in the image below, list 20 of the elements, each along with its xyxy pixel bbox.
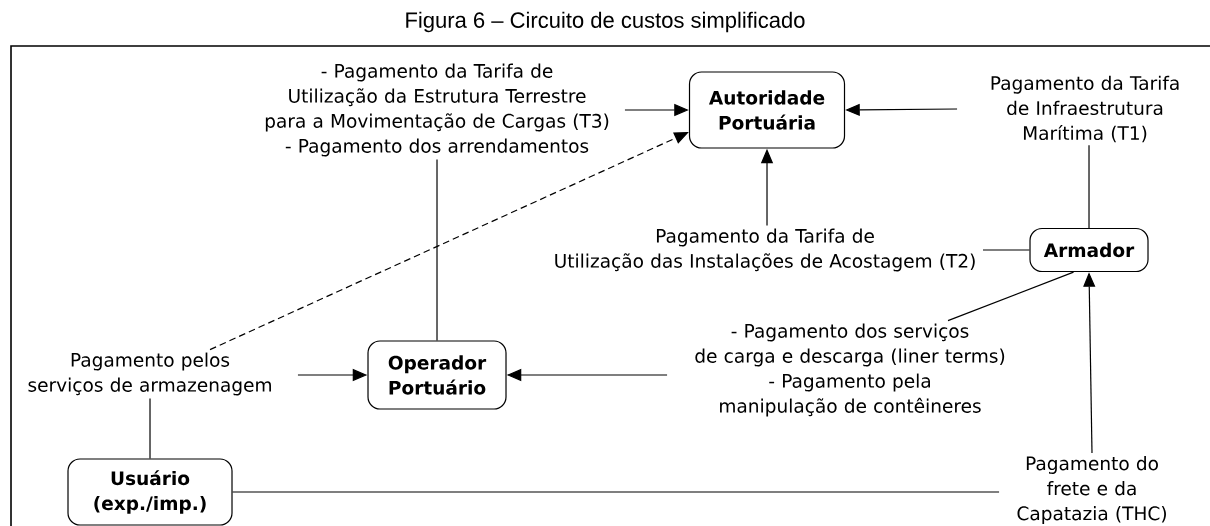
connector-line <box>982 249 1030 251</box>
connector-line <box>1088 144 1090 229</box>
payment-text: - Pagamento dos arrendamentos <box>285 138 589 157</box>
arrow <box>209 132 689 351</box>
title: Figura 6 – Circuito de custos simplificado <box>406 11 805 33</box>
payment-text: - Pagamento dos serviços de carga e descarga (liner terms) <box>695 323 1005 367</box>
payment-text: - Pagamento da Tarifa de Utilização da Estrutura Terrestre para a Movimentação de Cargas (T3) <box>265 63 609 132</box>
entity-box: Operador Portuário <box>367 340 507 410</box>
connector-line <box>436 158 438 341</box>
entity-box: Usuário (exp./imp.) <box>67 458 233 526</box>
payment-text: Pagamento da Tarifa de Utilização das Instalações de Acostagem (T2) <box>555 228 975 272</box>
payment-text: Pagamento pelos serviços de armazenagem <box>28 352 271 396</box>
payment-text: - Pagamento pela manipulação de contêineres <box>720 373 981 417</box>
payment-text: Pagamento da Tarifa de Infraestrutura Marítima (T1) <box>991 75 1179 143</box>
entity-box: Autoridade Portuária <box>688 71 846 149</box>
connector-line <box>947 271 1075 322</box>
entity-box: Armador <box>1029 227 1149 273</box>
connector-line <box>232 491 1000 493</box>
payment-text: Pagamento do frete e da Capatazia (THC) <box>1017 456 1166 524</box>
connector-line <box>149 397 151 459</box>
